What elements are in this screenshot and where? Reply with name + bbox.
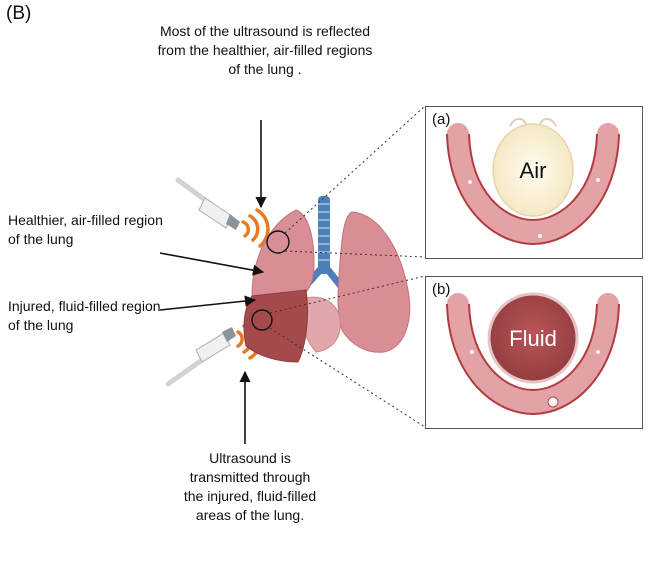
top-caption: Most of the ultrasound is reflected from… — [157, 23, 373, 77]
inset-box-b: (b) — [425, 276, 643, 429]
right-lung-icon — [337, 211, 411, 353]
bottom-caption: Ultrasound is transmitted through the in… — [183, 450, 317, 523]
inset-b-illustration — [446, 292, 620, 416]
injured-lung-region-icon — [243, 289, 309, 363]
inset-box-a: (a) — [425, 106, 643, 259]
upper-ultrasound-probe — [175, 177, 240, 230]
inset-b-tag: (b) — [432, 281, 451, 298]
healthy-region-caption: Healthier, air-filled region of the lung — [8, 212, 163, 247]
healthy-lung-region-icon — [251, 209, 315, 297]
inset-a-content-label: Air — [520, 158, 547, 183]
upper-sound-wave-icon — [241, 208, 270, 248]
inset-a-illustration — [446, 118, 620, 246]
callout-arrows — [159, 120, 267, 444]
panel-label: (B) — [6, 3, 32, 24]
lower-ultrasound-probe — [165, 327, 236, 387]
zoom-lines — [269, 105, 426, 428]
injured-arrow — [159, 295, 257, 311]
injured-focus-circle — [251, 309, 273, 331]
healthy-focus-circle — [266, 230, 290, 254]
injured-region-caption: Injured, fluid-filled region of the lung — [8, 298, 161, 333]
healthy-arrow — [159, 252, 265, 276]
inset-b-content-label: Fluid — [509, 326, 557, 351]
inset-a-tag: (a) — [432, 111, 451, 128]
